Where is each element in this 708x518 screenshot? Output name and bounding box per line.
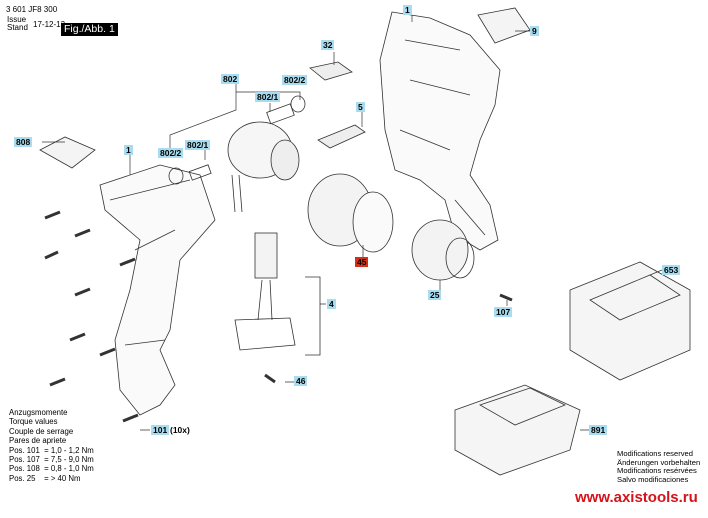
callout-25: 25 (428, 290, 442, 300)
callout-802-2-top: 802/2 (282, 75, 308, 85)
battery-891 (454, 384, 581, 476)
callout-9: 9 (530, 26, 539, 36)
figure-label: Fig./Abb. 1 (61, 23, 118, 36)
callout-1-housing-left: 1 (124, 145, 133, 155)
plate-808 (39, 136, 96, 169)
callout-802-2-bottom: 802/2 (158, 148, 184, 158)
switch-5 (317, 124, 366, 149)
watermark-url: www.axistools.ru (575, 489, 698, 506)
issue-label-en: Issue (7, 15, 27, 24)
modifications-es: Salvo modificaciones (617, 474, 689, 484)
document-number: 3 601 JF8 300 (6, 5, 58, 14)
torque-row: Pos. 101 = 1,0 - 1,2 Nm (9, 445, 94, 455)
switch-slider-32 (309, 61, 353, 81)
callout-101: 101 (151, 425, 170, 435)
switch-module-4 (254, 232, 278, 279)
callout-802-1-top: 802/1 (255, 92, 281, 102)
modifications-notice: Modifications reserved Änderungen vorbeh… (617, 449, 701, 484)
modifications-fr: Modifications resérvées (617, 466, 697, 476)
callout-808: 808 (14, 137, 33, 147)
plate-9 (477, 7, 531, 44)
torque-heading-fr: Couple de serrage (9, 426, 74, 436)
callout-1-housing: 1 (403, 5, 412, 15)
screws-101 (44, 210, 513, 423)
torque-row: Pos. 108 = 0,8 - 1,0 Nm (9, 464, 94, 474)
torque-heading-es: Pares de apriete (9, 436, 67, 446)
torque-row: Pos. 107 = 7,5 - 9,0 Nm (9, 455, 94, 465)
leader-lines (42, 15, 663, 431)
callout-107: 107 (494, 307, 513, 317)
chuck-25 (411, 219, 469, 281)
callout-32: 32 (321, 40, 335, 50)
torque-heading-en: Torque values (9, 417, 58, 427)
callout-802: 802 (221, 74, 240, 84)
torque-row: Pos. 25 = > 40 Nm (9, 473, 81, 483)
callout-4: 4 (327, 299, 336, 309)
housing-half-right (379, 11, 501, 251)
torque-values-table: Anzugsmomente Torque values Couple de se… (9, 408, 94, 483)
modifications-de: Änderungen vorbehalten (617, 457, 701, 467)
torque-heading-de: Anzugsmomente (9, 408, 68, 417)
callout-101-quantity: (10x) (170, 425, 190, 435)
callout-891: 891 (589, 425, 608, 435)
issue-label-de: Stand (7, 23, 28, 32)
housing-half-left (99, 164, 216, 416)
callout-5: 5 (356, 102, 365, 112)
callout-653: 653 (662, 265, 681, 275)
modifications-en: Modifications reserved (617, 449, 693, 458)
callout-45: 45 (355, 257, 369, 267)
issue-date: 17-12-13 (33, 20, 66, 29)
charger-653 (569, 261, 691, 381)
callout-802-1-bottom: 802/1 (185, 140, 211, 150)
callout-46: 46 (294, 376, 308, 386)
